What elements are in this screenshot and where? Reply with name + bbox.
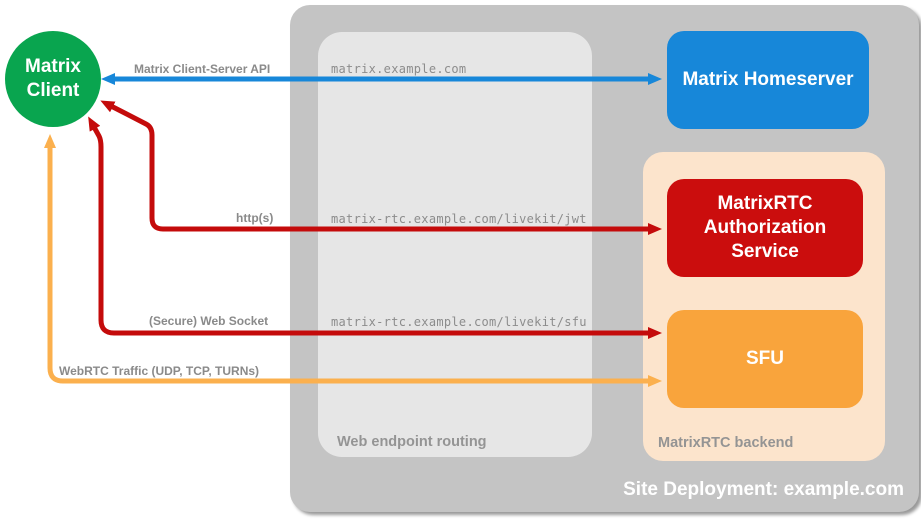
endpoint-livekit-jwt: matrix-rtc.example.com/livekit/jwt <box>331 212 587 226</box>
endpoint-livekit-sfu: matrix-rtc.example.com/livekit/sfu <box>331 315 587 329</box>
web-endpoint-routing-label: Web endpoint routing <box>337 434 487 450</box>
endpoint-matrix-example-com: matrix.example.com <box>331 62 467 76</box>
client-server-api-label: Matrix Client-Server API <box>134 62 271 76</box>
https-label: http(s) <box>236 211 274 225</box>
matrixrtc-authorization-service-node: MatrixRTC Authorization Service <box>667 179 863 277</box>
matrix-homeserver-node: Matrix Homeserver <box>667 31 869 129</box>
matrix-homeserver-label: Matrix Homeserver <box>682 69 854 91</box>
websocket-label: (Secure) Web Socket <box>149 314 269 328</box>
sfu-node: SFU <box>667 310 863 408</box>
web-endpoint-routing-container <box>318 32 592 457</box>
site-deployment-title: Site Deployment: example.com <box>623 479 904 500</box>
matrixrtc-authorization-service-label: MatrixRTC Authorization Service <box>703 193 827 262</box>
matrix-client-label: Matrix Client <box>25 56 81 101</box>
sfu-label: SFU <box>746 348 784 370</box>
matrix-client-node: Matrix Client <box>5 31 101 127</box>
matrixrtc-backend-label: MatrixRTC backend <box>658 435 794 451</box>
webrtc-traffic-label: WebRTC Traffic (UDP, TCP, TURNs) <box>59 364 260 378</box>
